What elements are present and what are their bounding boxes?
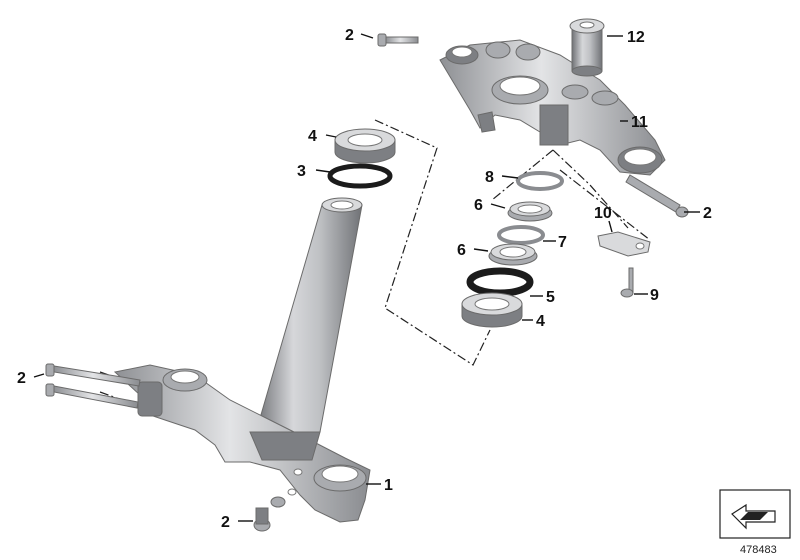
callout-4-upper: 4 <box>308 128 317 145</box>
callout-8: 8 <box>485 169 494 186</box>
bolt-upper-right <box>625 174 689 218</box>
callout-6-upper: 6 <box>474 197 483 214</box>
callout-3: 3 <box>297 163 306 180</box>
lower-fork-bridge <box>113 364 371 523</box>
callout-1: 1 <box>384 477 393 494</box>
bolt-upper-left <box>377 33 419 47</box>
callout-5: 5 <box>546 289 555 306</box>
reference-number: 478483 <box>740 544 777 556</box>
bearing-race-4-lower <box>461 292 523 328</box>
bearing-race-4-upper <box>334 128 396 164</box>
upper-fork-bridge <box>439 39 666 176</box>
seal-ring-7 <box>497 225 545 245</box>
bearing-6-lower <box>488 243 538 266</box>
bolts-bottom <box>253 496 286 532</box>
cover-plate-10 <box>597 231 651 257</box>
assembly-lines <box>99 119 651 411</box>
steering-stem <box>255 197 363 433</box>
dust-seal-5 <box>466 267 534 297</box>
callout-10: 10 <box>594 205 612 222</box>
bearing-6-upper <box>507 201 553 222</box>
screw-9 <box>620 267 634 298</box>
callout-2-lower-left: 2 <box>17 370 26 387</box>
retaining-clip-8 <box>516 171 564 191</box>
callout-2-upper-left: 2 <box>345 27 354 44</box>
top-nut <box>569 18 605 77</box>
angled-arrow-icon <box>731 503 776 530</box>
callout-9: 9 <box>650 287 659 304</box>
callout-6-lower: 6 <box>457 242 466 259</box>
dust-seal-3 <box>327 163 393 189</box>
callouts: 2 12 4 3 11 8 6 2 10 7 6 9 5 4 2 1 2 <box>17 27 712 531</box>
callout-12: 12 <box>627 29 645 46</box>
callout-7: 7 <box>558 234 567 251</box>
callout-11: 11 <box>631 114 648 131</box>
callout-2-right: 2 <box>703 205 712 222</box>
callout-2-bottom: 2 <box>221 514 230 531</box>
reference-icon-box: 478483 <box>719 489 791 556</box>
callout-4-lower: 4 <box>536 313 545 330</box>
bolts-lower-left <box>45 363 141 409</box>
